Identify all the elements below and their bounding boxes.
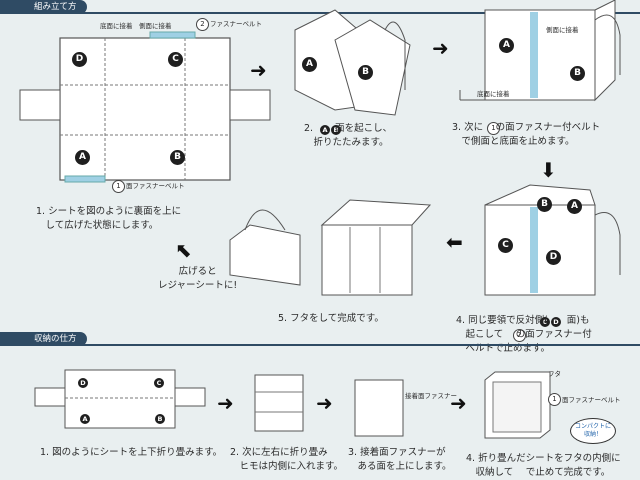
badge-a: A bbox=[499, 38, 514, 53]
badge-c: C bbox=[154, 378, 164, 388]
label-bottom-attach: 底面に接着 bbox=[477, 90, 510, 98]
folded-sheet-diagram bbox=[34, 369, 206, 429]
badge-a: A bbox=[75, 150, 90, 165]
compact-storage-bubble: コンパクトに収納！ bbox=[570, 418, 616, 444]
badge-b: B bbox=[331, 125, 341, 135]
step2-text: 2. 面を起こし、 折りたたみます。 bbox=[304, 123, 393, 148]
badge-b: B bbox=[537, 197, 552, 212]
storage-step2-text: 2. 次に左右に折り畳み ヒモは内側に入れます。 bbox=[230, 447, 344, 472]
badge-d: D bbox=[551, 317, 561, 327]
label-zipper-belt-lid: 面ファスナーベルト bbox=[562, 396, 621, 404]
label-attach-face-zipper: 接着面ファスナー bbox=[405, 392, 457, 400]
label-bottom-side-attach: 底面に接着 側面に接着 bbox=[100, 22, 172, 30]
completed-box-diagram bbox=[229, 199, 432, 296]
badge-a: A bbox=[302, 57, 317, 72]
folded-strip-diagram bbox=[254, 374, 304, 432]
folded-block-diagram bbox=[354, 379, 404, 437]
header-divider bbox=[0, 12, 640, 14]
arrow-right-icon: ➜ bbox=[250, 58, 267, 82]
storage-step1-text: 1. 図のようにシートを上下折り畳みます。 bbox=[40, 447, 223, 458]
badge-c: C bbox=[168, 52, 183, 67]
storage-step3-text: 3. 接着面ファスナーが ある面を上にします。 bbox=[348, 447, 452, 472]
badge-b: B bbox=[358, 65, 373, 80]
header-divider bbox=[0, 344, 640, 346]
leisure-sheet-note: 広げると レジャーシートに! bbox=[158, 266, 238, 291]
step4-text: 4. 同じ要領で反対側( 面)も 起こして の面ファスナー付 ベルトで止めます。 bbox=[456, 315, 592, 354]
step3-text: 3. 次に の面ファスナー付ベルト で側面と底面を止めます。 bbox=[452, 122, 601, 147]
fold-step2-diagram bbox=[294, 9, 411, 116]
storage-step4-text: 4. 折り畳んだシートをフタの内側に 収納して で止めて完成です。 bbox=[466, 453, 621, 478]
step5-text: 5. フタをして完成です。 bbox=[278, 313, 384, 324]
badge-d: D bbox=[72, 52, 87, 67]
circled-number-1: 1 bbox=[548, 393, 561, 406]
badge-c: C bbox=[540, 317, 550, 327]
badge-b: B bbox=[570, 66, 585, 81]
section-header-assembly: 組み立て方 bbox=[0, 0, 87, 14]
badge-a: A bbox=[80, 414, 90, 424]
circled-number-1: 1 bbox=[112, 180, 125, 193]
arrow-right-icon: ➜ bbox=[316, 391, 333, 415]
arrow-right-icon: ➜ bbox=[217, 391, 234, 415]
badge-b: B bbox=[170, 150, 185, 165]
badge-b: B bbox=[155, 414, 165, 424]
badge-d: D bbox=[546, 250, 561, 265]
label-lid: フタ bbox=[548, 370, 561, 378]
label-side-attach: 側面に接着 bbox=[546, 26, 579, 34]
section-header-storage: 収納の仕方 bbox=[0, 332, 87, 346]
lid-storage-diagram bbox=[484, 371, 551, 439]
arrow-up-left-icon: ⬉ bbox=[175, 238, 192, 262]
label-zipper-belt-2: ファスナーベルト bbox=[210, 20, 262, 28]
badge-a: A bbox=[320, 125, 330, 135]
label-zipper-belt-1: 面ファスナーベルト bbox=[126, 182, 185, 190]
step1-text: 1. シートを図のように裏面を上に して広げた状態にします。 bbox=[36, 206, 182, 231]
box-step3-diagram bbox=[459, 0, 621, 102]
circled-number-2: 2 bbox=[196, 18, 209, 31]
badge-c: C bbox=[498, 238, 513, 253]
circled-number-2: 2 bbox=[513, 329, 526, 342]
arrow-right-icon: ➜ bbox=[432, 36, 449, 60]
circled-number-1: 1 bbox=[487, 122, 500, 135]
arrow-left-icon: ⬅ bbox=[446, 230, 463, 254]
badge-d: D bbox=[78, 378, 88, 388]
unfolded-sheet-diagram bbox=[19, 31, 271, 183]
badge-a: A bbox=[567, 199, 582, 214]
arrow-down-icon: ⬇ bbox=[540, 158, 557, 182]
arrow-right-icon: ➜ bbox=[450, 391, 467, 415]
